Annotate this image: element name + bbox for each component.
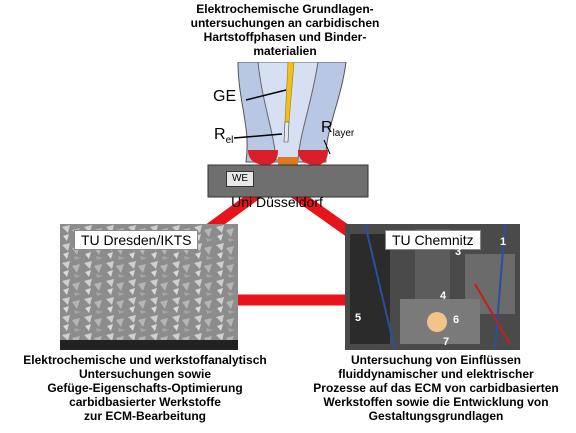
electrode-illustration: GE Rel Rlayer WE — [196, 61, 386, 212]
rel-sub: el — [225, 135, 234, 147]
rlayer-label: Rlayer — [321, 119, 354, 139]
photo-number-1: 1 — [500, 236, 507, 248]
photo-number-3: 3 — [455, 246, 462, 258]
top-caption: Elektrochemische Grundlagen- untersuchun… — [190, 2, 380, 58]
rlayer-main: R — [321, 119, 333, 136]
photo-number-6: 6 — [453, 314, 460, 326]
sem-micrograph: TU Dresden/IKTS — [60, 224, 238, 350]
tu-dresden-label: TU Dresden/IKTS — [74, 230, 199, 250]
rel-arrow — [233, 133, 283, 139]
photo-number-5: 5 — [355, 312, 362, 324]
photo-number-7: 7 — [443, 336, 450, 348]
droplet-left — [248, 150, 278, 165]
rel-main: R — [214, 126, 226, 143]
uni-duesseldorf-label: Uni Düsseldorf — [231, 194, 323, 210]
tu-chemnitz-label: TU Chemnitz — [385, 230, 481, 250]
droplet-right — [298, 150, 328, 165]
photo-number-4: 4 — [440, 290, 447, 302]
ge-arrow — [245, 89, 287, 101]
rlayer-arrow — [323, 139, 331, 155]
layer-patch — [278, 157, 298, 165]
ecm-setup-photo: TU Chemnitz 1 3 4 5 6 7 — [345, 224, 520, 350]
rlayer-sub: layer — [332, 128, 355, 140]
ge-label: GE — [213, 88, 237, 105]
we-label: WE — [226, 171, 254, 187]
reference-wire — [283, 121, 290, 143]
left-caption: Elektrochemische und werkstoffanalytisch… — [23, 353, 267, 423]
rel-label: Rel — [214, 126, 233, 146]
right-caption: Untersuchung von Einflüssen fluiddynamis… — [313, 353, 559, 423]
